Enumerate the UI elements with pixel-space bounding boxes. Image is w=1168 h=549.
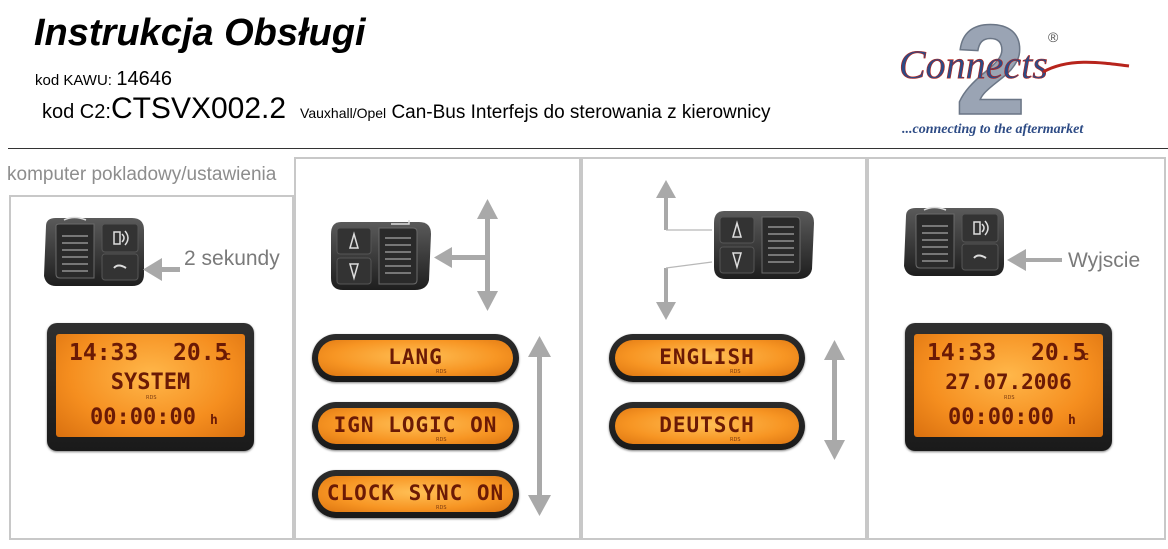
lcd-rds-indicator: RDS <box>1004 395 1015 401</box>
lcd-rds-indicator: RDS <box>146 395 157 401</box>
lcd-temperature: 20.5 <box>1031 340 1087 366</box>
panel-step-1 <box>9 195 294 540</box>
steering-controls-left-icon <box>331 220 431 290</box>
rds-indicator: RDS <box>730 437 741 443</box>
panel-step-4 <box>867 157 1166 540</box>
panel-step-2 <box>294 157 581 540</box>
menu-item-label: IGN LOGIC ON <box>333 413 498 437</box>
rds-indicator: RDS <box>436 437 447 443</box>
kawu-code: kod KAWU: 14646 <box>35 68 172 91</box>
rds-indicator: RDS <box>436 369 447 375</box>
language-label: ENGLISH <box>659 345 755 369</box>
lcd-time: 14:33 <box>69 340 139 366</box>
logo-number-outline: 2 <box>955 2 1026 142</box>
logo-number: 2 <box>955 2 1026 142</box>
logo-swoosh <box>1042 60 1130 74</box>
lcd-screen: 14:33 20.5 c SYSTEM RDS 00:00:00 h <box>56 334 245 437</box>
lcd-display-system: 14:33 20.5 c SYSTEM RDS 00:00:00 h <box>47 323 254 451</box>
exit-note: Wyjscie <box>1068 249 1141 272</box>
menu-item-label: LANG <box>388 345 443 369</box>
lcd-time: 14:33 <box>927 340 997 366</box>
logo-registered: ® <box>1048 29 1059 45</box>
menu-item-label: CLOCK SYNC ON <box>326 481 505 505</box>
product-description: Can-Bus Interfejs do sterowania z kierow… <box>386 102 771 123</box>
lcd-date: 27.07.2006 <box>945 370 1072 394</box>
product-brand: Vauxhall/Opel <box>300 105 387 121</box>
connects2-logo: 2 2 ® Connects <box>899 2 1130 142</box>
lcd-trip-time-unit: h <box>1068 413 1076 428</box>
c2-code: kod C2:CTSVX002.2 Vauxhall/Opel Can-Bus I… <box>42 92 771 126</box>
logo-tagline: ...connecting to the aftermarket <box>902 122 1084 137</box>
section-title: komputer pokladowy/ustawienia <box>7 164 277 185</box>
language-label: DEUTSCH <box>659 413 755 437</box>
kawu-value: 14646 <box>116 68 173 90</box>
lcd-trip-time: 00:00:00 <box>948 405 1054 430</box>
steering-controls-right-icon <box>904 206 1004 276</box>
lcd-display-date: 14:33 20.5 c 27.07.2006 RDS 00:00:00 h <box>905 323 1112 451</box>
lcd-temperature-unit: c <box>1082 349 1090 363</box>
header-divider <box>8 148 1168 149</box>
steering-controls-left-icon <box>714 211 814 279</box>
c2-label: kod C2: <box>42 101 111 123</box>
c2-value: CTSVX002.2 <box>110 92 287 125</box>
lcd-trip-time-unit: h <box>210 413 218 428</box>
rds-indicator: RDS <box>436 505 447 511</box>
lcd-trip-time: 00:00:00 <box>90 405 196 430</box>
logo-wordmark: Connects <box>899 42 1048 87</box>
lcd-screen: 14:33 20.5 c 27.07.2006 RDS 00:00:00 h <box>914 334 1103 437</box>
steering-controls-right-icon <box>44 216 144 286</box>
lcd-temperature: 20.5 <box>173 340 229 366</box>
kawu-label: kod KAWU: <box>35 72 112 89</box>
document-title: Instrukcja Obsługi <box>34 12 366 54</box>
lcd-temperature-unit: c <box>224 349 232 363</box>
hold-duration-note: 2 sekundy <box>184 247 280 270</box>
panel-step-3 <box>581 157 867 540</box>
rds-indicator: RDS <box>730 369 741 375</box>
lcd-system-label: SYSTEM <box>110 370 191 395</box>
